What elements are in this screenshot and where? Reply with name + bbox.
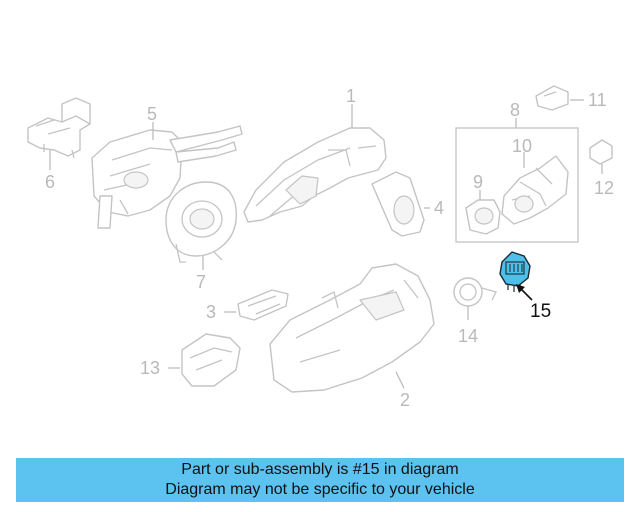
callout-4: 4	[434, 198, 444, 218]
callout-7: 7	[196, 272, 206, 292]
part-9-lock-cylinder[interactable]	[465, 199, 501, 235]
part-4-ignition-trim[interactable]	[371, 171, 425, 237]
callout-1: 1	[346, 86, 356, 106]
callout-11: 11	[588, 90, 607, 110]
group-8-box	[455, 127, 579, 243]
banner-line-1: Part or sub-assembly is #15 in diagram	[181, 461, 459, 478]
part-14-ring[interactable]	[453, 277, 497, 307]
part-3-connector[interactable]	[237, 289, 289, 321]
part-11-sensor[interactable]	[535, 85, 569, 111]
callout-14: 14	[458, 326, 478, 346]
part-12-knob[interactable]	[589, 139, 613, 165]
callout-12: 12	[594, 178, 614, 198]
part-2-lower-column-cover[interactable]	[269, 263, 435, 393]
callout-9: 9	[473, 172, 483, 192]
callout-13: 13	[140, 358, 160, 378]
callout-15: 15	[530, 301, 551, 322]
callout-8: 8	[510, 100, 520, 120]
part-6-bracket[interactable]	[27, 97, 91, 159]
callout-10: 10	[512, 136, 532, 156]
part-15-highlighted[interactable]	[499, 251, 531, 292]
part-10-ignition-housing[interactable]	[501, 155, 569, 225]
part-5-combination-switch[interactable]	[91, 125, 243, 229]
part-1-upper-column-cover[interactable]	[243, 127, 387, 223]
part-7-clock-spring[interactable]	[165, 181, 237, 263]
callout-3: 3	[206, 302, 216, 322]
callout-5: 5	[147, 104, 157, 124]
part-13-module[interactable]	[181, 333, 241, 387]
callout-2: 2	[400, 390, 410, 410]
callout-6: 6	[45, 172, 55, 192]
info-banner: Part or sub-assembly is #15 in diagram D…	[16, 458, 624, 502]
banner-line-2: Diagram may not be specific to your vehi…	[165, 481, 475, 498]
